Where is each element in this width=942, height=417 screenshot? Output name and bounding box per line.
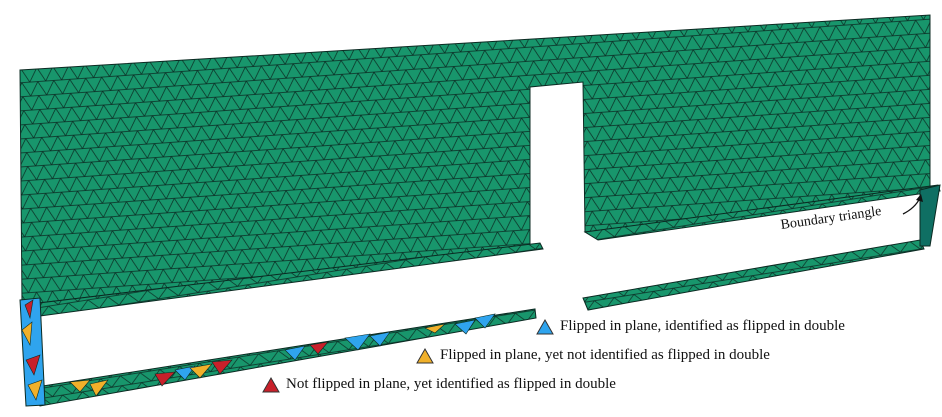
flagged-triangles bbox=[21, 299, 496, 401]
right-vertical-strip bbox=[919, 184, 941, 247]
legend-item-flipped-identified: Flipped in plane, identified as flipped … bbox=[536, 318, 845, 335]
blue-triangle-icon bbox=[536, 318, 554, 334]
lower-right-flange bbox=[582, 239, 925, 311]
annotation-arrowhead bbox=[916, 194, 923, 202]
legend-label: Flipped in plane, yet not identified as … bbox=[440, 347, 770, 363]
legend-label: Flipped in plane, identified as flipped … bbox=[560, 318, 845, 334]
upper-right-flange bbox=[583, 184, 941, 241]
red-triangle-icon bbox=[262, 376, 280, 392]
legend-item-not-flipped-identified: Not flipped in plane, yet identified as … bbox=[262, 376, 616, 393]
left-vertical-strip bbox=[19, 297, 46, 407]
legend-label: Not flipped in plane, yet identified as … bbox=[286, 376, 616, 392]
orange-triangle-icon bbox=[416, 347, 434, 363]
legend-item-flipped-not-identified: Flipped in plane, yet not identified as … bbox=[416, 347, 770, 364]
